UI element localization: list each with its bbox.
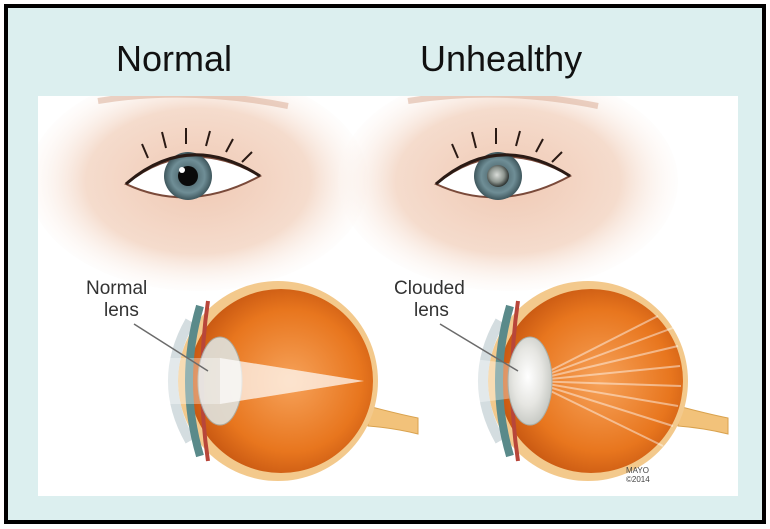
normal-eyeball-section [156, 281, 418, 481]
credit-line1: MAYO [626, 466, 650, 475]
normal-eye-face [38, 96, 368, 291]
clouded-lens-label-line1: Clouded [394, 278, 465, 300]
normal-lens-label-line2: lens [104, 300, 139, 322]
heading-normal: Normal [116, 38, 232, 80]
figure-frame: Normal Unhealthy [4, 4, 766, 524]
copyright-credit: MAYO ©2014 [626, 466, 650, 484]
unhealthy-eye-face [338, 96, 678, 291]
clouded-eyeball-section [466, 281, 728, 481]
clouded-lens-label-line2: lens [414, 300, 449, 322]
illustration-panel: Normal lens Clouded lens MAYO ©2014 [38, 96, 738, 496]
credit-line2: ©2014 [626, 475, 650, 484]
heading-unhealthy: Unhealthy [420, 38, 582, 80]
normal-lens-label-line1: Normal [86, 278, 147, 300]
